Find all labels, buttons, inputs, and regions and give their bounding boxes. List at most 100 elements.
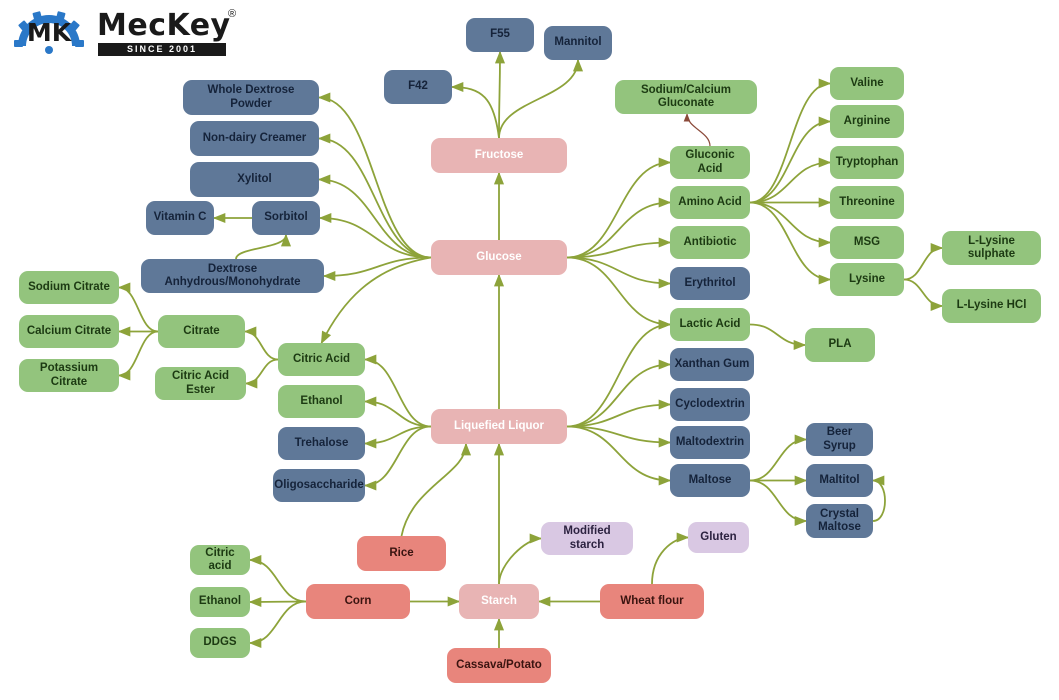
node-cyclodextrin: Cyclodextrin	[670, 388, 750, 421]
node-whole-dextrose: Whole Dextrose Powder	[183, 80, 319, 115]
node-vitamin-c: Vitamin C	[146, 201, 214, 235]
edge-rice-liquor	[400, 442, 472, 537]
node-wheat-flour: Wheat flour	[600, 584, 704, 619]
edge-liquefied_liquor-oligosaccharide	[363, 425, 432, 491]
svg-text:MK: MK	[27, 18, 73, 47]
edge-glucose-sorbitol	[318, 212, 432, 259]
node-citrate: Citrate	[158, 315, 245, 348]
node-glucose: Glucose	[431, 240, 567, 275]
node-valine: Valine	[830, 67, 904, 100]
edge-gluconic-sodium	[683, 113, 711, 147]
edge-glucose-dextrose_anhydrous	[322, 256, 432, 282]
gear-logo-icon: MK	[14, 11, 84, 54]
edge-liquefied_liquor-cyclodextrin	[566, 399, 672, 428]
edge-glucose-whole_dextrose	[317, 92, 432, 259]
edge-crystal-maltitol	[871, 475, 886, 522]
node-trehalose: Trehalose	[278, 427, 365, 460]
registered-mark: ®	[228, 8, 237, 20]
edge-corn-ddgs	[248, 600, 307, 649]
node-gluconic-acid: Gluconic Acid	[670, 146, 750, 179]
edge-liquefied_liquor-lactic_acid	[566, 319, 672, 428]
node-mannitol: Mannitol	[544, 26, 612, 60]
edge-amino_acid-lysine	[749, 201, 832, 285]
node-rice: Rice	[357, 536, 446, 571]
node-potassium-citrate: Potassium Citrate	[19, 359, 119, 392]
edge-fructose-f42	[450, 81, 500, 139]
node-ddgs: DDGS	[190, 628, 250, 658]
edge-lysine-lysine_hcl	[903, 278, 944, 312]
edge-glucose-antibiotic	[566, 237, 672, 259]
edge-amino_acid-msg	[749, 201, 832, 248]
node-erythritol: Erythritol	[670, 267, 750, 300]
brand-name: MecKey	[97, 8, 231, 43]
node-beer-syrup: Beer Syrup	[806, 423, 873, 456]
edge-citric_acid-citrate	[243, 326, 279, 361]
node-f42: F42	[384, 70, 452, 104]
edge-corn-ethanol_small	[248, 596, 307, 608]
node-modified-starch: Modified starch	[541, 522, 633, 555]
node-crystal-maltose: Crystal Maltose	[806, 504, 873, 538]
edge-fructose-f55	[494, 50, 506, 139]
edge-maltose-crystal_maltose	[749, 479, 808, 527]
node-maltose: Maltose	[670, 464, 750, 497]
node-f55: F55	[466, 18, 534, 52]
edge-dextrose-sorbitol	[235, 233, 291, 260]
edge-liquefied_liquor-maltose	[566, 425, 672, 486]
edge-lysine-lysine_sulphate	[903, 242, 944, 281]
node-pla: PLA	[805, 328, 875, 362]
edge-amino_acid-tryptophan	[749, 157, 832, 204]
node-sodium-citrate: Sodium Citrate	[19, 271, 119, 304]
node-citric-acid-small: Citric acid	[190, 545, 250, 575]
brand-tagline: SINCE 2001	[98, 43, 226, 56]
edge-citric_acid-citric_acid_ester	[244, 358, 279, 389]
node-cassava-potato: Cassava/Potato	[447, 648, 551, 683]
node-starch: Starch	[459, 584, 539, 619]
node-arginine: Arginine	[830, 105, 904, 138]
edge-lactic_acid-pla	[749, 323, 807, 351]
edge-glucose-citric-acid	[320, 256, 432, 345]
edge-glucose-lactic_acid	[566, 256, 672, 330]
node-oligosaccharide: Oligosaccharide	[273, 469, 365, 502]
node-antibiotic: Antibiotic	[670, 226, 750, 259]
node-ethanol-small: Ethanol	[190, 587, 250, 617]
edge-liquefied_liquor-citric_acid	[363, 354, 432, 428]
edge-corn-citric_acid_small	[248, 554, 307, 603]
node-gluten: Gluten	[688, 522, 749, 553]
edge-fructose-mannitol	[498, 58, 584, 139]
node-maltitol: Maltitol	[806, 464, 873, 497]
node-corn: Corn	[306, 584, 410, 619]
edge-liquefied_liquor-ethanol	[363, 396, 432, 428]
node-lactic-acid: Lactic Acid	[670, 308, 750, 341]
edge-glucose-amino_acid	[566, 197, 672, 259]
edge-glucose-erythritol	[566, 256, 672, 289]
node-lysine-hcl: L-Lysine HCl	[942, 289, 1041, 323]
node-maltodextrin: Maltodextrin	[670, 426, 750, 459]
edge-wheat-gluten	[651, 532, 690, 585]
edge-liquefied_liquor-trehalose	[363, 425, 432, 449]
node-fructose: Fructose	[431, 138, 567, 173]
edge-amino_acid-arginine	[749, 116, 832, 204]
node-nondairy: Non-dairy Creamer	[190, 121, 319, 156]
node-sorbitol: Sorbitol	[252, 201, 320, 235]
node-ethanol: Ethanol	[278, 385, 365, 418]
node-lysine-sulphate: L-Lysine sulphate	[942, 231, 1041, 265]
node-calcium-citrate: Calcium Citrate	[19, 315, 119, 348]
edge-starch-modified	[498, 533, 543, 585]
edge-maltose-beer_syrup	[749, 434, 808, 482]
node-sodium-calcium-gluconate: Sodium/Calcium Gluconate	[615, 80, 757, 114]
edge-amino_acid-valine	[749, 78, 832, 204]
node-citric-acid: Citric Acid	[278, 343, 365, 376]
edge-liquefied_liquor-maltodextrin	[566, 425, 672, 448]
node-msg: MSG	[830, 226, 904, 259]
node-xylitol: Xylitol	[190, 162, 319, 197]
node-threonine: Threonine	[830, 186, 904, 219]
node-dextrose-anhydrous: Dextrose Anhydrous/Monohydrate	[141, 259, 324, 293]
node-tryptophan: Tryptophan	[830, 146, 904, 179]
node-liquefied-liquor: Liquefied Liquor	[431, 409, 567, 444]
meckey-logo: MK MecKey ® SINCE 2001	[10, 8, 245, 60]
node-lysine: Lysine	[830, 263, 904, 296]
node-xanthan-gum: Xanthan Gum	[670, 348, 754, 381]
edge-liquefied_liquor-xanthan_gum	[566, 359, 672, 428]
edge-citrate-potassium_citrate	[117, 330, 159, 381]
